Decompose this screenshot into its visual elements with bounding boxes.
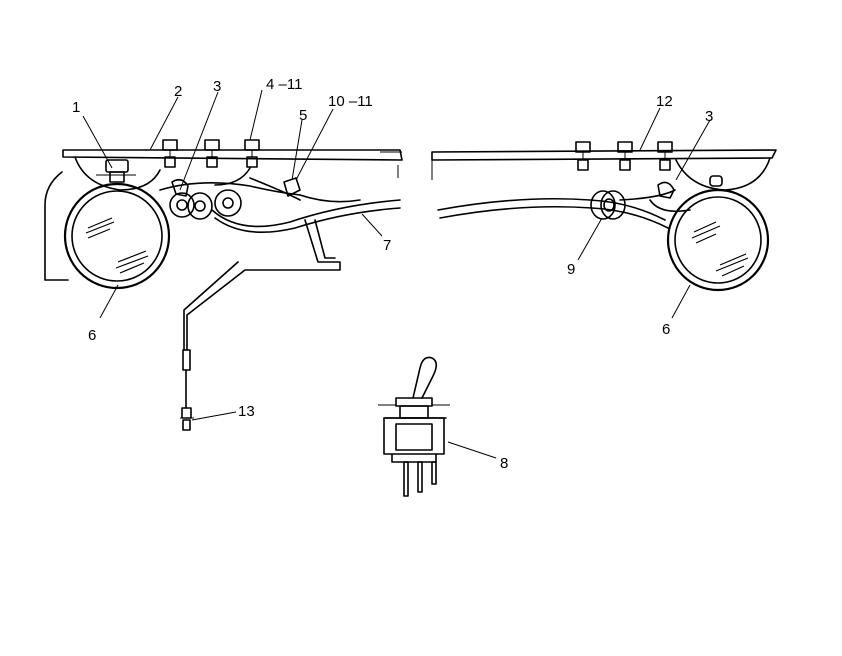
left-mount-bolt: [96, 159, 136, 183]
callout-12: 12: [656, 93, 673, 110]
left-lamp-housing: [74, 156, 161, 191]
right-lamp: [666, 188, 770, 292]
callout-3-left: 3: [213, 78, 221, 95]
leader-lines: [82, 89, 711, 459]
right-lamp-housing: [675, 157, 771, 191]
left-assembly: [44, 139, 403, 431]
callout-2: 2: [174, 83, 182, 100]
left-screw-b: [204, 139, 220, 168]
callout-1: 1: [72, 99, 80, 116]
right-screw-b: [617, 141, 633, 171]
right-wire-harness: [437, 189, 691, 229]
callout-5: 5: [299, 107, 307, 124]
callout-4-11: 4 –11: [266, 76, 302, 93]
right-assembly: [431, 141, 777, 292]
callout-3-right: 3: [705, 108, 713, 125]
callout-13: 13: [238, 403, 255, 420]
callout-8: 8: [500, 455, 508, 472]
toggle-lever: [412, 356, 438, 399]
left-support-rod: [180, 219, 341, 431]
right-top-knob: [709, 175, 723, 187]
callout-labels: 1 2 3 4 –11 5 10 –11 7 6 13 8 9 12 3 6: [72, 76, 713, 472]
left-wire-harness: [159, 167, 401, 233]
left-grommet-2: [187, 192, 213, 220]
right-mounting-bracket: [431, 149, 777, 180]
left-mounting-bracket: [62, 149, 403, 178]
callout-6-right: 6: [662, 321, 670, 338]
callout-10-11: 10 –11: [328, 93, 373, 110]
left-lamp: [63, 182, 171, 290]
callout-7: 7: [383, 237, 391, 254]
left-side-panel: [44, 171, 69, 281]
left-grommet-3: [214, 189, 242, 217]
callout-9: 9: [567, 261, 575, 278]
callout-6-left: 6: [88, 327, 96, 344]
right-clip-3: [657, 181, 675, 199]
left-screw-c: [244, 139, 260, 168]
right-screw-a: [575, 141, 591, 171]
right-screw-c: [657, 141, 673, 171]
left-grommet-1: [169, 192, 195, 218]
left-screw-a: [162, 139, 178, 168]
right-grommet: [590, 190, 626, 220]
toggle-switch: [378, 356, 450, 497]
